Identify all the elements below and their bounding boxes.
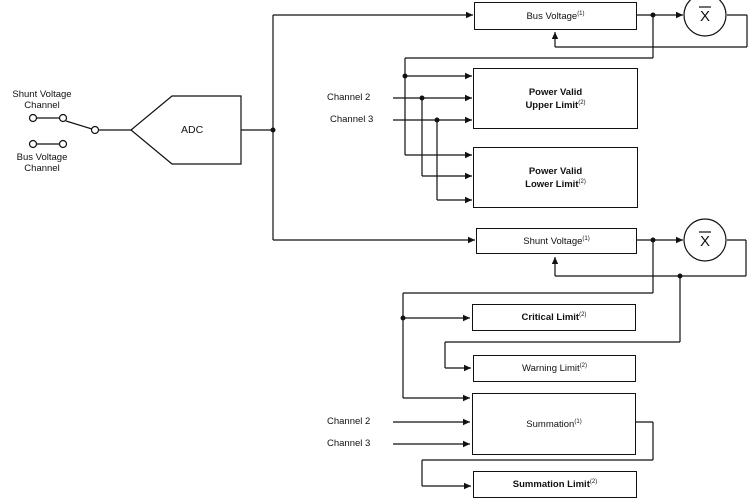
power-valid-lower-block: Power Valid Lower Limit(2) bbox=[473, 147, 638, 208]
shunt-averager-symbol: X bbox=[700, 233, 710, 250]
shunt-voltage-channel-label: Shunt Voltage Channel bbox=[12, 89, 72, 111]
bus-averager-circle bbox=[683, 0, 727, 37]
summation-block: Summation(1) bbox=[472, 393, 636, 455]
shunt-contact-left bbox=[28, 113, 38, 123]
power-valid-upper-block: Power Valid Upper Limit(2) bbox=[473, 68, 638, 129]
bus-averager-symbol: X bbox=[700, 8, 710, 25]
bus-contact-right bbox=[58, 139, 68, 149]
junction-dot bbox=[402, 73, 408, 79]
adc-label: ADC bbox=[181, 124, 204, 136]
summation-limit-block: Summation Limit(2) bbox=[473, 471, 637, 498]
bus-voltage-block: Bus Voltage(1) bbox=[474, 2, 637, 30]
channel-2-label-lower: Channel 2 bbox=[327, 416, 371, 427]
bus-voltage-channel-label: Bus Voltage Channel bbox=[16, 152, 68, 174]
channel-3-label-upper: Channel 3 bbox=[330, 114, 374, 125]
junction-dot bbox=[400, 315, 406, 321]
channel-2-label-upper: Channel 2 bbox=[327, 92, 371, 103]
critical-limit-block: Critical Limit(2) bbox=[472, 304, 636, 331]
junction-dot bbox=[419, 95, 425, 101]
channel-3-label-lower: Channel 3 bbox=[327, 438, 371, 449]
switch-blade bbox=[65, 120, 93, 130]
junction-dot bbox=[650, 237, 656, 243]
bus-contact-left bbox=[28, 139, 38, 149]
junction-dot bbox=[270, 127, 276, 133]
junction-dot bbox=[434, 117, 440, 123]
shunt-contact-right bbox=[58, 113, 68, 123]
switch-pivot bbox=[90, 125, 100, 135]
junction-dot bbox=[677, 273, 683, 279]
shunt-averager-circle bbox=[683, 218, 727, 262]
warning-limit-block: Warning Limit(2) bbox=[473, 355, 636, 382]
junction-dot bbox=[650, 12, 656, 18]
shunt-voltage-block: Shunt Voltage(1) bbox=[476, 228, 637, 254]
